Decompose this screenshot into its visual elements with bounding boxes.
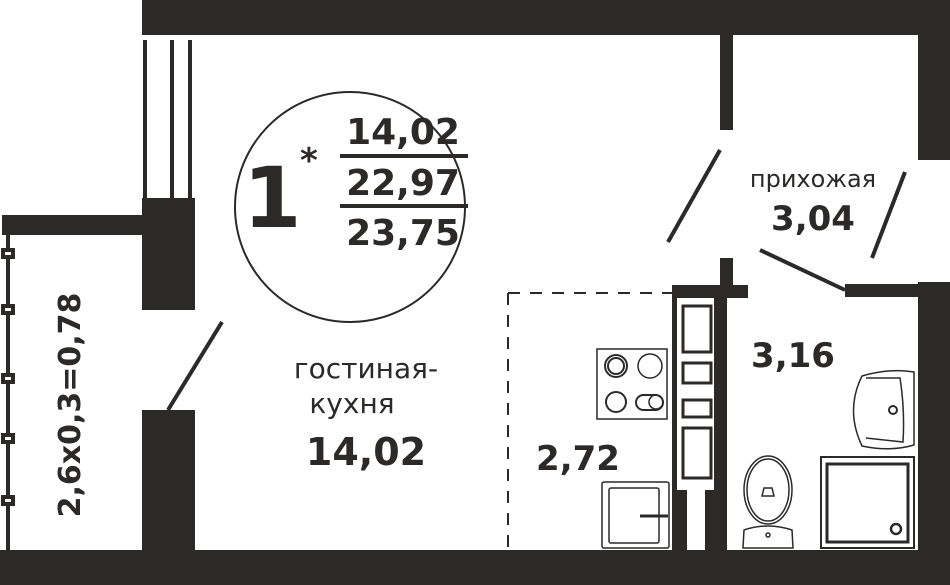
kitchen-zone-area: 2,72 [536, 439, 620, 479]
bathroom-area: 3,16 [751, 336, 835, 376]
badge-asterisk: * [300, 141, 318, 181]
fraction-line [340, 204, 468, 208]
living-kitchen-label: гостиная- [294, 352, 438, 385]
washbasin-icon [852, 369, 915, 450]
total-area-value: 22,97 [346, 163, 460, 204]
bathroom-door [759, 248, 846, 292]
kitchen-sink-icon [601, 481, 670, 549]
shower-tray-icon [820, 456, 915, 549]
entrance-door [870, 171, 907, 259]
hallway-area: 3,04 [771, 199, 855, 239]
shaft [681, 304, 713, 480]
kitchen-zone-boundary [507, 292, 672, 550]
hallway-label: прихожая [750, 165, 876, 193]
living-area-value: 14,02 [346, 112, 460, 153]
living-kitchen-label: кухня [309, 387, 394, 420]
room-count: 1 [243, 149, 301, 247]
doors [166, 149, 907, 412]
stove-icon [596, 348, 668, 420]
fraction-line [340, 154, 468, 158]
total-with-balcony-value: 23,75 [346, 213, 460, 254]
balcony-railing [1, 235, 15, 552]
hallway-door [666, 149, 722, 243]
living-kitchen-area: 14,02 [306, 430, 426, 474]
toilet-icon [742, 455, 794, 549]
window [143, 40, 192, 198]
balcony-area: 2,6x0,3=0,78 [53, 293, 88, 518]
balcony-door [166, 320, 224, 412]
